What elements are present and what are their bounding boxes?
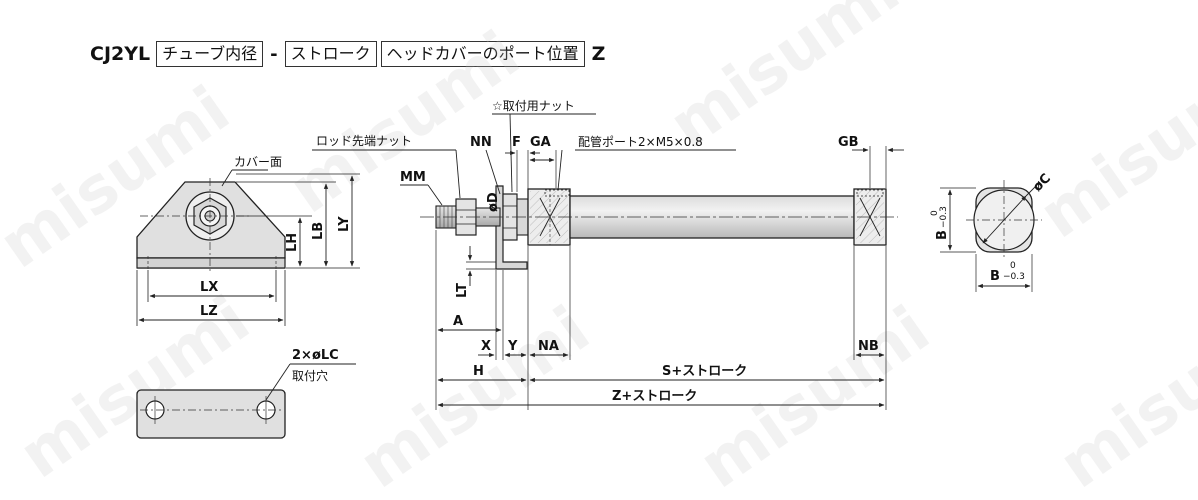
port-position-box: ヘッドカバーのポート位置 — [380, 41, 585, 67]
dim-gb: GB — [838, 135, 859, 150]
cover-face-label: カバー面 — [234, 155, 282, 169]
mounting-nut-label: ☆取付用ナット — [492, 99, 575, 113]
bracket-plan-view — [136, 389, 286, 439]
dim-b-vertical: B — [935, 230, 950, 240]
watermark-text: misumi — [1047, 293, 1198, 500]
cylinder-side-view — [420, 185, 898, 270]
piping-port-label: 配管ポート2×M5×0.8 — [578, 134, 703, 149]
stroke-box: ストローク — [284, 41, 377, 67]
dim-lx: LX — [200, 280, 218, 295]
watermark-text: misumi — [1027, 43, 1198, 253]
model-code: CJ2YL — [90, 43, 151, 65]
dim-na: NA — [538, 339, 559, 354]
tol-down-horizontal: −0.3 — [1003, 272, 1025, 282]
dim-h: H — [473, 364, 484, 379]
tol-up-vertical: 0 — [930, 210, 940, 216]
tol-up-horizontal: 0 — [1010, 261, 1016, 271]
watermark-text: misumi — [347, 293, 603, 500]
dim-z-stroke: Z+ストローク — [612, 389, 697, 404]
mount-hole-label: 取付穴 — [292, 368, 328, 383]
dim-d: øD — [486, 192, 501, 212]
order-formula: CJ2YL チューブ内径 - ストローク ヘッドカバーのポート位置 Z — [90, 39, 605, 69]
dim-x: X — [481, 339, 491, 354]
watermark-text: misumi — [7, 283, 263, 493]
formula-dash: - — [270, 43, 278, 65]
dim-lt: LT — [455, 283, 470, 298]
dim-ga: GA — [530, 135, 551, 150]
dim-lh: LH — [285, 233, 300, 252]
formula-suffix: Z — [591, 43, 606, 65]
dim-b-horizontal: B — [990, 269, 1000, 284]
dim-lz: LZ — [200, 304, 218, 319]
dim-nb: NB — [858, 339, 879, 354]
dim-mm: MM — [400, 170, 426, 185]
dim-s-stroke: S+ストローク — [662, 364, 747, 379]
dim-nn: NN — [470, 135, 492, 150]
rod-end-nut-label: ロッド先端ナット — [316, 134, 412, 148]
bore-size-box: チューブ内径 — [156, 41, 264, 67]
dim-f: F — [512, 135, 521, 150]
dim-a: A — [453, 314, 463, 329]
tol-down-vertical: −0.3 — [939, 206, 949, 228]
dim-ly: LY — [337, 216, 352, 232]
mount-hole-count-label: 2×øLC — [292, 348, 339, 363]
bracket-front-view — [136, 178, 286, 272]
dim-y: Y — [507, 339, 518, 354]
dim-lb: LB — [311, 222, 326, 240]
watermark-text: misumi — [687, 293, 943, 500]
